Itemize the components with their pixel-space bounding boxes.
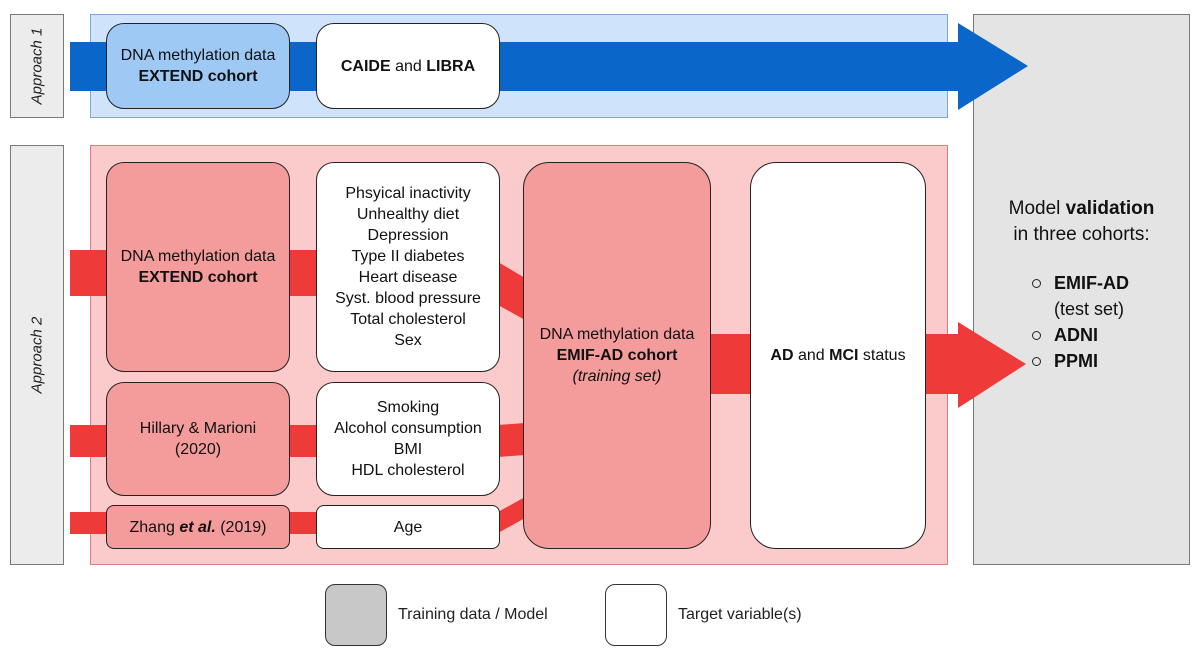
hillary-source-line2: (2020) [174,441,222,458]
target-item: Depression [367,227,449,244]
target-item: Smoking [376,399,440,416]
connector-zhang-in [70,512,110,534]
extend-source-box: DNA methylation data EXTEND cohort [106,162,290,372]
connector-hillary-in [70,425,110,457]
legend-target-swatch [605,584,667,646]
target-item: Type II diabetes [351,248,465,265]
approach1-source-line1: DNA methylation data [120,47,276,64]
zhang-etal: et al. [179,518,216,536]
zhang-source-box: Zhang et al. (2019) [106,505,290,549]
target-item: Alcohol consumption [334,420,482,437]
outcome-and: and [793,347,830,364]
connector-zhang-out [288,512,320,534]
validation-cohort-list: EMIF-AD (test set) ADNI PPMI [1028,270,1129,374]
zhang-post: (2019) [215,518,267,536]
training-line1: DNA methylation data [539,326,695,343]
approach2-label: Approach 2 [10,145,64,565]
validation-heading: Model validation in three cohorts: [975,196,1188,248]
cohort-name: PPMI [1054,351,1099,371]
training-line2: EMIF-AD cohort [556,347,678,364]
cohort-note: (test set) [1054,299,1125,319]
targets-box-2: Smoking Alcohol consumption BMI HDL chol… [316,382,500,496]
approach1-source-line2: EXTEND cohort [138,68,258,85]
targets-box-1: Phsyical inactivity Unhealthy diet Depre… [316,162,500,372]
caide-label: CAIDE [340,57,391,75]
training-line3: (training set) [572,368,662,385]
outcome-mci: MCI [829,347,859,364]
extend-source-line2: EXTEND cohort [138,269,258,286]
approach1-label: Approach 1 [10,14,64,118]
cohort-item: ADNI [1028,322,1129,348]
target-item: BMI [393,441,423,458]
target-item: Phsyical inactivity [345,185,471,202]
cohort-item: PPMI [1028,348,1129,374]
hillary-source-box: Hillary & Marioni (2020) [106,382,290,496]
targets-box-3: Age [316,505,500,549]
connector-extend-out [288,250,320,296]
target-item: HDL cholesterol [351,462,465,479]
validation-line2: in three cohorts: [1013,224,1150,245]
target-item: Syst. blood pressure [335,290,481,307]
connector-targets3 [498,497,525,533]
outcome-box: AD and MCI status [750,162,926,549]
zhang-pre: Zhang [129,518,180,536]
validation-bold: validation [1065,198,1155,219]
approach1-target-box: CAIDE and LIBRA [316,23,500,109]
validation-pre: Model [1008,198,1066,219]
extend-source-line1: DNA methylation data [120,248,276,265]
and-label: and [390,57,427,75]
outcome-ad: AD [770,347,794,364]
connector-extend-in [70,250,110,296]
target-item: Heart disease [358,269,458,286]
hillary-source-line1: Hillary & Marioni [139,420,257,437]
cohort-name: EMIF-AD [1054,273,1129,293]
outcome-status: status [858,347,906,364]
connector-targets2 [498,423,525,457]
validation-panel [973,14,1190,565]
legend-training-label: Training data / Model [398,606,548,623]
training-model-box: DNA methylation data EMIF-AD cohort (tra… [523,162,711,549]
legend-target-label: Target variable(s) [678,606,802,623]
legend-training-swatch [325,584,387,646]
approach2-arrow [922,322,1026,408]
target-item: Age [393,518,423,536]
target-item: Unhealthy diet [356,206,460,223]
target-item: Sex [394,332,422,349]
approach1-source-box: DNA methylation data EXTEND cohort [106,23,290,109]
connector-hillary-out [288,425,320,457]
connector-training-out [708,334,754,394]
approach1-arrow [70,23,1028,110]
cohort-name: ADNI [1054,325,1098,345]
cohort-item: EMIF-AD (test set) [1028,270,1129,322]
libra-label: LIBRA [426,57,476,75]
connector-targets1 [498,262,525,320]
target-item: Total cholesterol [350,311,466,328]
